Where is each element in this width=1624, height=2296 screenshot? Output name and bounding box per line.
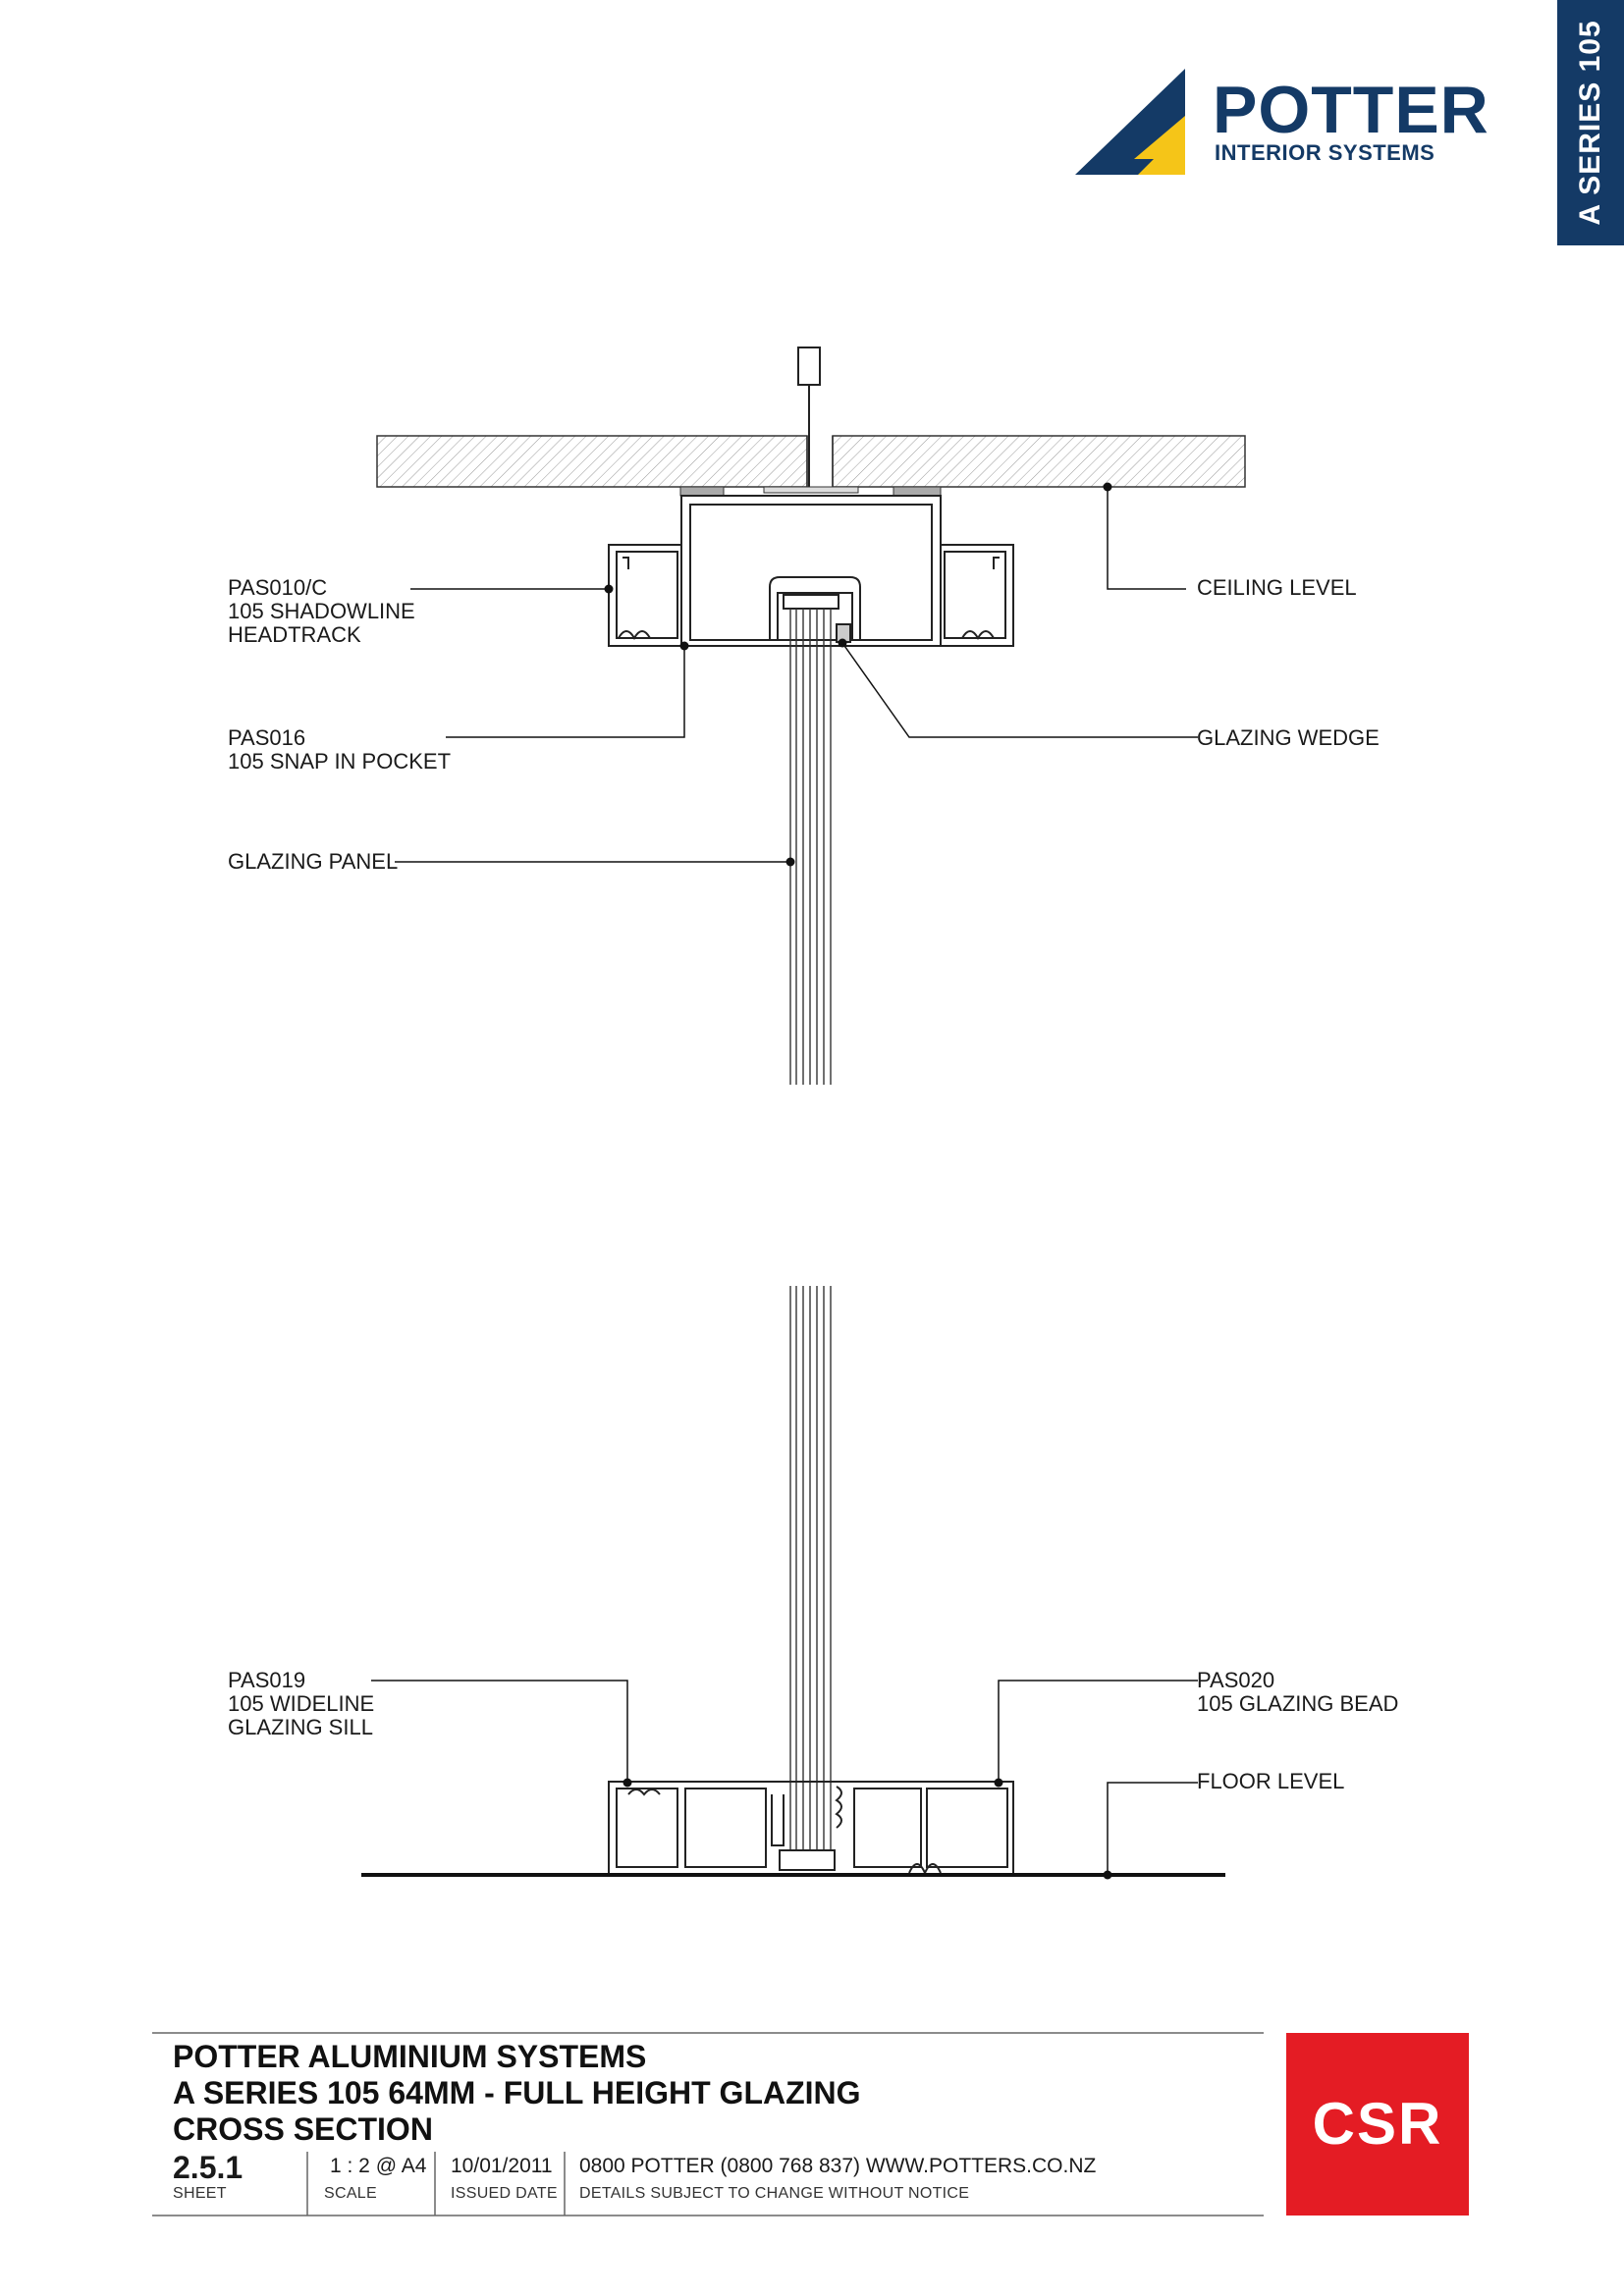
sheet-number: 2.5.1 [173,2150,244,2185]
series-side-tab: A SERIES 105 [1557,0,1624,245]
callout-floor-level: FLOOR LEVEL [1197,1769,1345,1793]
headtrack-profile [608,495,1014,647]
issued-date-value: 10/01/2011 [451,2155,553,2177]
ceiling-hanger [797,347,821,491]
csr-logo: CSR [1286,2033,1469,2216]
sheet-label: SHEET [173,2185,227,2202]
callout-snap-in-pocket: PAS016 105 SNAP IN POCKET [228,725,452,774]
contact-info: 0800 POTTER (0800 768 837) WWW.POTTERS.C… [579,2155,1097,2177]
callout-headtrack: PAS010/C 105 SHADOWLINE HEADTRACK [228,575,415,647]
issued-date-label: ISSUED DATE [451,2185,558,2202]
logo-subtitle: INTERIOR SYSTEMS [1215,140,1435,165]
title-line-2: A SERIES 105 64MM - FULL HEIGHT GLAZING [173,2075,861,2110]
callout-glazing-sill: PAS019 105 WIDELINE GLAZING SILL [228,1668,375,1739]
callout-glazing-wedge: GLAZING WEDGE [1197,725,1380,750]
scale-label: SCALE [324,2185,377,2202]
potter-logo-mark-icon [1075,69,1185,175]
logo-wordmark: POTTER [1213,73,1489,147]
ceiling-slab [376,435,1246,488]
scale-value: 1 : 2 @ A4 [330,2155,427,2177]
title-line-1: POTTER ALUMINIUM SYSTEMS [173,2039,647,2074]
snap-in-pocket [769,576,861,643]
leader-dots [604,482,1112,1880]
leader-lines [371,487,1198,1875]
glazing-panel [789,609,832,1860]
title-line-3: CROSS SECTION [173,2111,433,2147]
callout-glazing-panel: GLAZING PANEL [228,849,399,874]
callout-ceiling-level: CEILING LEVEL [1197,575,1357,600]
csr-logo-text: CSR [1312,2091,1443,2157]
change-notice: DETAILS SUBJECT TO CHANGE WITHOUT NOTICE [579,2185,970,2202]
callout-glazing-bead: PAS020 105 GLAZING BEAD [1197,1668,1399,1716]
